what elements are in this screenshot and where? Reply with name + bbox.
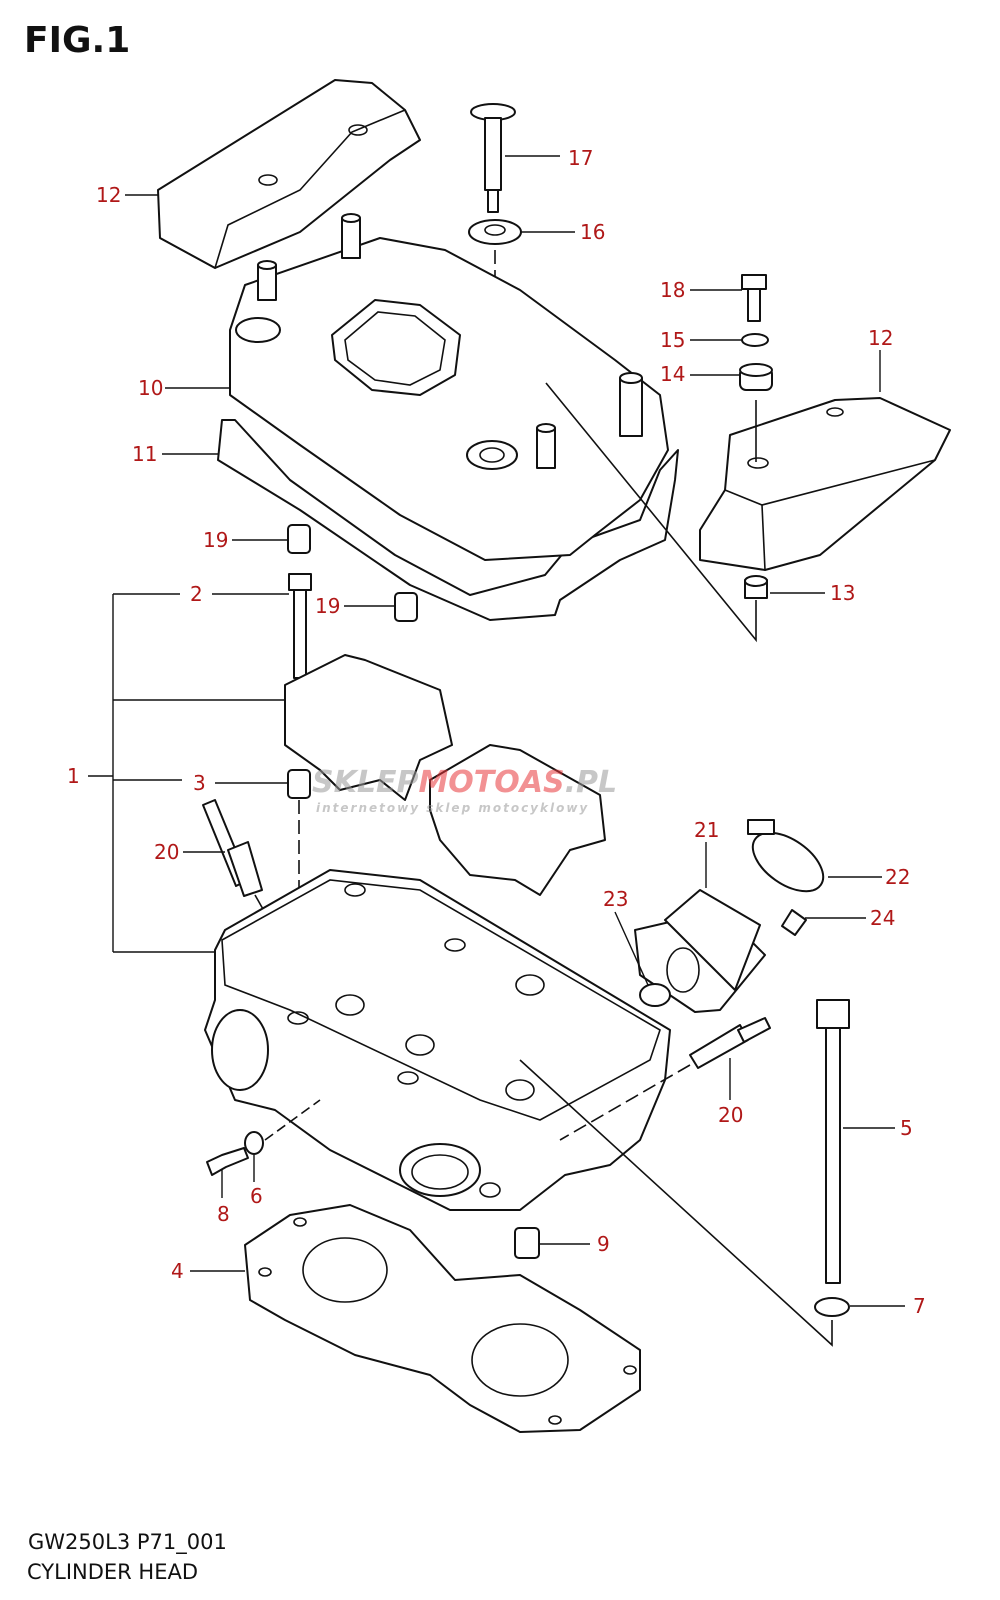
callout-19[interactable]: 19	[203, 528, 228, 552]
axis-line	[264, 1099, 321, 1141]
part-6-washer[interactable]	[244, 1131, 264, 1155]
cylinder-head[interactable]	[204, 869, 671, 1211]
callout-23[interactable]: 23	[603, 887, 628, 911]
part-23-o-ring[interactable]	[639, 983, 671, 1007]
model-code: GW250L3 P71_001	[28, 1530, 227, 1554]
part-4-cylinder-head-gasket[interactable]	[244, 1204, 641, 1433]
callout-12[interactable]: 12	[868, 326, 893, 350]
svg-text:internetowy sklep motocyklowy: internetowy sklep motocyklowy	[316, 801, 589, 815]
part-17-bolt[interactable]	[470, 103, 516, 213]
part-12-left-cover[interactable]	[157, 79, 421, 270]
callout-21[interactable]: 21	[694, 818, 719, 842]
part-7-washer[interactable]	[814, 1297, 850, 1317]
axis-line	[545, 382, 757, 643]
part-20-spark-plug[interactable]	[202, 799, 263, 897]
part-14-grommet[interactable]	[739, 363, 773, 391]
callout-20[interactable]: 20	[154, 840, 179, 864]
callout-15[interactable]: 15	[660, 328, 685, 352]
callout-19[interactable]: 19	[315, 594, 340, 618]
callout-16[interactable]: 16	[580, 220, 605, 244]
svg-text:SKLEPMOTOAS.PL: SKLEPMOTOAS.PL	[312, 765, 617, 800]
callout-3[interactable]: 3	[193, 771, 206, 795]
callout-8[interactable]: 8	[217, 1202, 230, 1226]
axis-line	[559, 1064, 691, 1141]
callout-11[interactable]: 11	[132, 442, 157, 466]
callout-18[interactable]: 18	[660, 278, 685, 302]
part-5-stud-bolt[interactable]	[816, 999, 850, 1284]
part-2-bolt[interactable]	[288, 573, 312, 679]
camshaft-holder-upper[interactable]	[284, 654, 453, 801]
part-22-clamp[interactable]	[743, 819, 834, 903]
callout-20[interactable]: 20	[718, 1103, 743, 1127]
part-19-dowel-pin[interactable]	[287, 524, 311, 554]
callout-24[interactable]: 24	[870, 906, 895, 930]
leader-lines	[88, 155, 905, 1307]
callout-14[interactable]: 14	[660, 362, 685, 386]
part-13-collar[interactable]	[744, 575, 768, 599]
part-3-dowel-pin[interactable]	[287, 769, 311, 799]
callout-9[interactable]: 9	[597, 1232, 610, 1256]
callout-17[interactable]: 17	[568, 146, 593, 170]
part-24-screw[interactable]	[781, 909, 807, 936]
callout-22[interactable]: 22	[885, 865, 910, 889]
callout-labels: 12 17 16 18 15 14 12 10 11 19 13 2 19 1 …	[67, 146, 926, 1318]
part-10-cylinder-head-cover[interactable]	[229, 213, 669, 561]
part-20-spark-plug[interactable]	[689, 1017, 771, 1069]
callout-1[interactable]: 1	[67, 764, 80, 788]
part-16-seal-washer[interactable]	[468, 219, 522, 245]
part-8-bolt[interactable]	[206, 1147, 249, 1176]
axis-line	[519, 1059, 833, 1347]
part-15-washer[interactable]	[741, 333, 769, 347]
part-9-dowel-pin[interactable]	[514, 1227, 540, 1259]
section-name: CYLINDER HEAD	[27, 1560, 199, 1584]
part-12-right-cover[interactable]	[699, 397, 951, 571]
callout-2[interactable]: 2	[190, 582, 203, 606]
part-11-gasket[interactable]	[217, 419, 679, 621]
callout-6[interactable]: 6	[250, 1184, 263, 1208]
part-19-dowel-pin[interactable]	[394, 592, 418, 622]
callout-4[interactable]: 4	[171, 1259, 184, 1283]
figure-title: FIG.1	[24, 20, 131, 61]
callout-12[interactable]: 12	[96, 183, 121, 207]
callout-5[interactable]: 5	[900, 1116, 913, 1140]
watermark-logo: SKLEPMOTOAS.PL internetowy sklep motocyk…	[312, 765, 617, 815]
camshaft-holder-lower[interactable]	[429, 744, 606, 896]
callout-13[interactable]: 13	[830, 581, 855, 605]
part-18-bolt[interactable]	[741, 274, 767, 322]
callout-10[interactable]: 10	[138, 376, 163, 400]
callout-7[interactable]: 7	[913, 1294, 926, 1318]
